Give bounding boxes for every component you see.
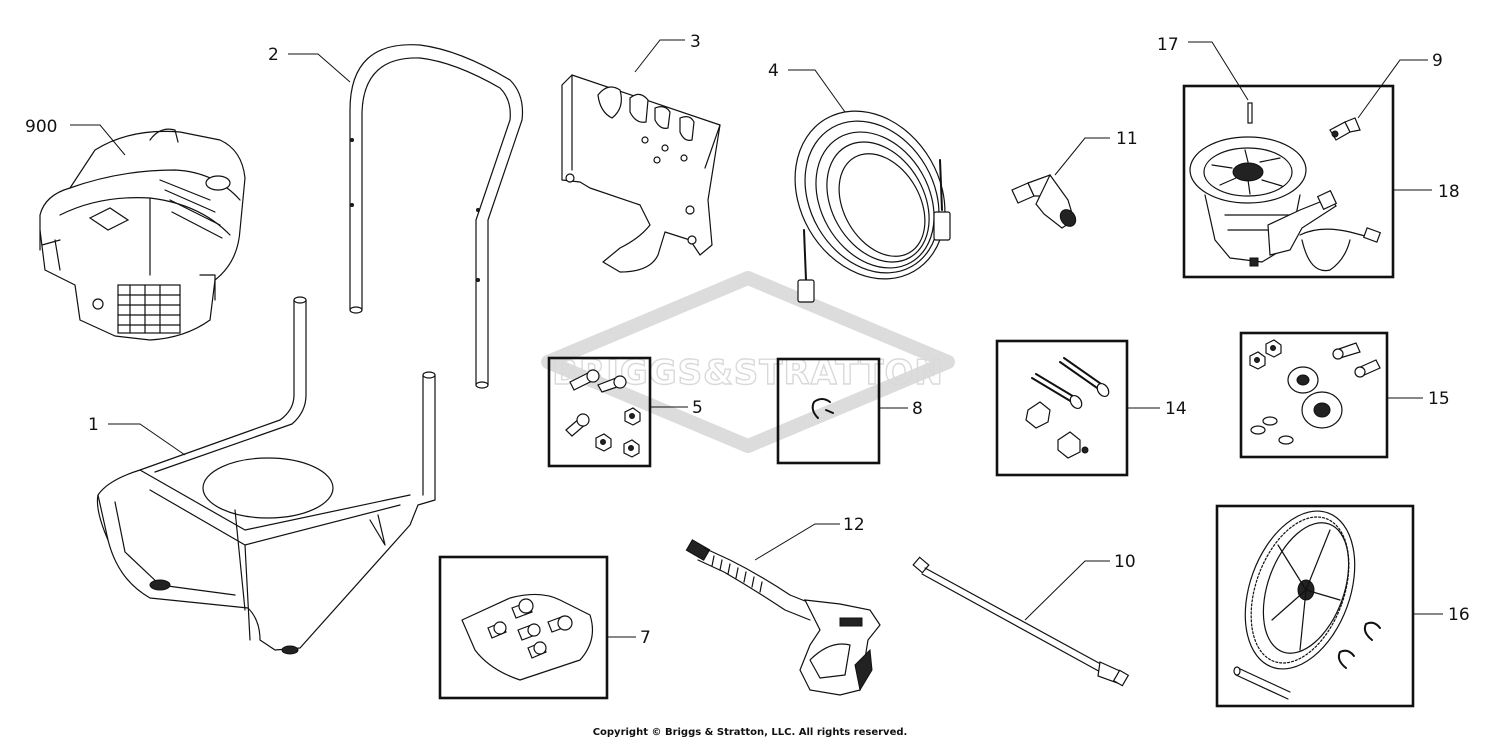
pump-pin-part[interactable] <box>1247 102 1253 124</box>
e-clip-kit-box[interactable] <box>776 357 881 465</box>
hardware-kit-15-box[interactable] <box>1239 331 1389 459</box>
callout-hardware-kit-15: 15 <box>1428 389 1450 409</box>
frame-part[interactable] <box>96 296 436 655</box>
pump-assembly-part[interactable] <box>1189 136 1382 272</box>
hardware-kit-5-box[interactable] <box>547 356 652 468</box>
callout-hardware-kit-5: 5 <box>692 398 703 418</box>
callout-engine: 900 <box>25 117 57 137</box>
e-clip-kit-part[interactable] <box>811 398 834 419</box>
callout-hose-adapter: 11 <box>1116 129 1138 149</box>
callout-hose: 4 <box>768 61 779 81</box>
bracket-part[interactable] <box>561 74 721 273</box>
pump-assembly-box[interactable] <box>1182 84 1395 279</box>
callout-handle: 2 <box>268 45 279 65</box>
handle-part[interactable] <box>349 44 524 389</box>
inlet-adapter-part[interactable] <box>1329 117 1361 141</box>
brand-watermark: BRIGGS&STRATTON <box>541 271 955 453</box>
callout-pump-pin: 17 <box>1157 35 1179 55</box>
wand-part[interactable] <box>912 556 1130 687</box>
hose-part[interactable] <box>765 84 974 306</box>
bolt-kit-14-box[interactable] <box>995 339 1129 477</box>
callout-nozzle-kit: 7 <box>640 628 651 648</box>
callout-bracket: 3 <box>690 32 701 52</box>
wheel-kit-box[interactable] <box>1215 504 1415 708</box>
spray-gun-part[interactable] <box>685 539 881 696</box>
callout-spray-gun: 12 <box>843 515 865 535</box>
callout-pump-assembly: 18 <box>1438 182 1460 202</box>
engine-part[interactable] <box>39 128 246 341</box>
hardware-kit-5-part[interactable] <box>565 369 641 458</box>
callout-wand: 10 <box>1114 552 1136 572</box>
hardware-kit-15-part[interactable] <box>1249 339 1381 445</box>
callout-frame: 1 <box>88 415 99 435</box>
callout-bolt-kit-14: 14 <box>1165 399 1187 419</box>
hose-adapter-part[interactable] <box>1011 173 1079 229</box>
bolt-kit-14-part[interactable] <box>1025 357 1111 459</box>
wheel-kit-part[interactable] <box>1225 496 1381 700</box>
nozzle-kit-box[interactable] <box>438 555 609 700</box>
callout-e-clip-kit: 8 <box>912 399 923 419</box>
copyright-notice: Copyright © Briggs & Stratton, LLC. All … <box>593 727 908 738</box>
nozzle-kit-part[interactable] <box>461 593 593 681</box>
callout-wheel-kit: 16 <box>1448 605 1470 625</box>
callout-inlet-adapter: 9 <box>1432 51 1443 71</box>
